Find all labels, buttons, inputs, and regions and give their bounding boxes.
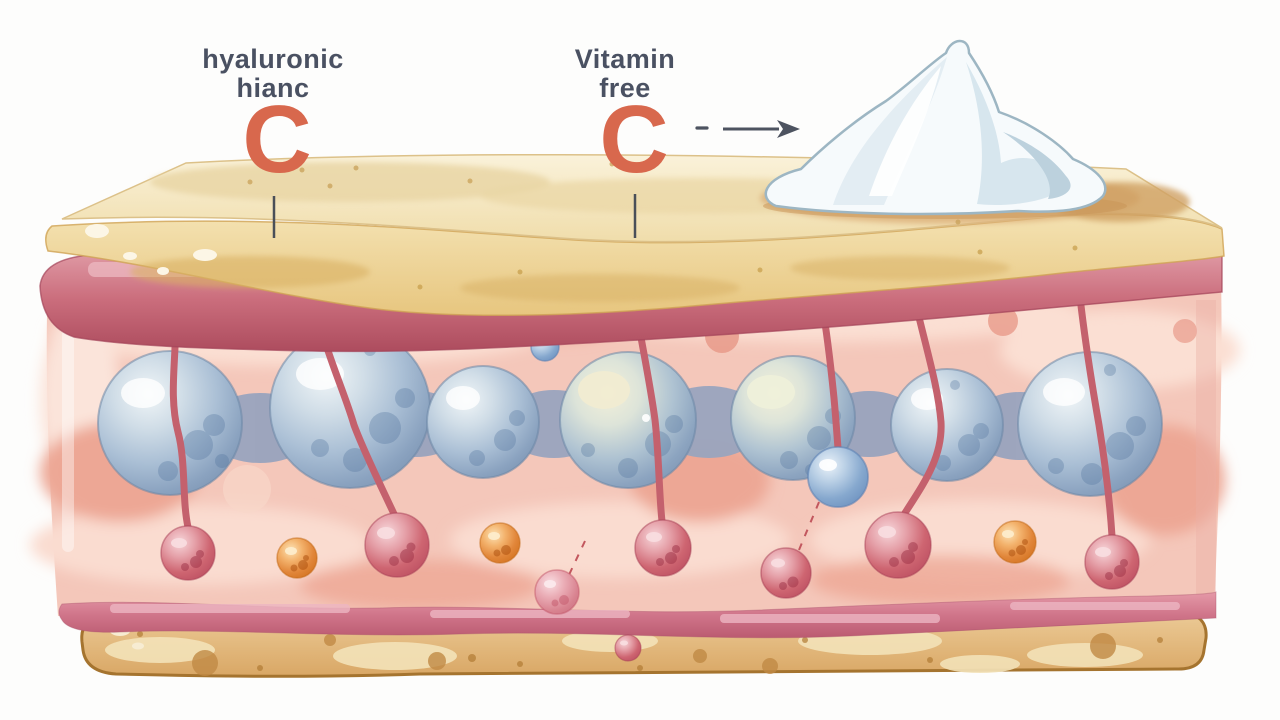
- vitamin-c-symbol-right: C: [599, 86, 668, 193]
- right-side-face: [1196, 300, 1216, 605]
- stratum-corneum-band: [45, 213, 1225, 316]
- dermis-light-dot: [223, 465, 271, 513]
- red-droplet-1: [160, 525, 216, 581]
- basal-band: [58, 591, 1217, 639]
- red-droplet-5: [1084, 534, 1140, 590]
- label-vitamin-line1: Vitamin: [575, 44, 676, 74]
- blue-droplet: [807, 446, 869, 508]
- pink-sphere-free: [534, 569, 580, 615]
- left-edge-highlight: [62, 312, 74, 552]
- orange-vesicle-1: [276, 537, 318, 579]
- orange-vesicle-2: [479, 522, 521, 564]
- subcutis-white-oval: [132, 642, 144, 650]
- annotation-hyaluronic: hyaluronic hianc C: [202, 44, 344, 238]
- red-droplet-3: [634, 519, 692, 577]
- arrow-head: [777, 120, 800, 138]
- molecule-sphere-4: [559, 351, 697, 489]
- corneum-white-ovals: [85, 224, 217, 275]
- molecule-sphere-7: [1017, 351, 1163, 497]
- subcutis-small-dots: [137, 631, 1163, 671]
- arrow-icon: [695, 120, 800, 138]
- red-droplet-4: [864, 511, 932, 579]
- dermis-cell-dot: [1173, 319, 1197, 343]
- molecule-sphere-5: [730, 355, 856, 481]
- red-sphere-embedded: [614, 634, 642, 662]
- annotation-vitamin: Vitamin free C: [575, 44, 676, 238]
- label-hyaluronic-line2: hianc: [236, 73, 309, 103]
- label-hyaluronic-line1: hyaluronic: [202, 44, 344, 74]
- red-droplet-2: [364, 512, 430, 578]
- basal-band-highlights: [110, 602, 1180, 623]
- molecule-sphere-3: [426, 365, 540, 479]
- orange-vesicle-3: [993, 520, 1037, 564]
- corneum-mottling: [130, 256, 1010, 302]
- red-sphere-free: [760, 547, 812, 599]
- vitamin-c-symbol-left: C: [242, 86, 311, 193]
- cream-dollop: [763, 39, 1127, 219]
- molecule-sphere-6: [890, 368, 1004, 482]
- molecule-sphere-1: [97, 350, 243, 496]
- corneum-freckles: [417, 245, 1078, 290]
- subcutis-brown-dots: [192, 633, 1116, 676]
- label-vitamin-line2: free: [599, 73, 651, 103]
